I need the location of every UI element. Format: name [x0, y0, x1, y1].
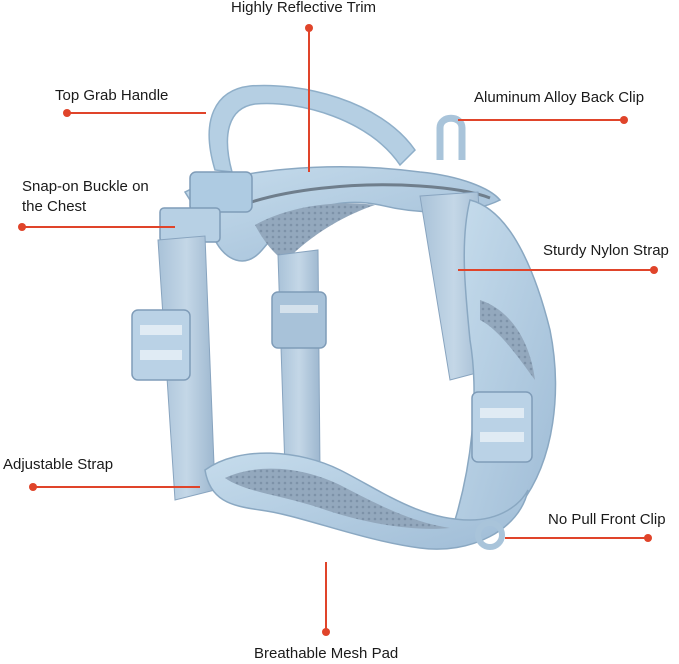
left-slider-shape [131, 309, 191, 381]
front-clip-ring [475, 520, 505, 550]
callout-lines [18, 24, 658, 636]
label-back-clip: Aluminum Alloy Back Clip [474, 89, 645, 106]
bottom-mesh-shape [225, 468, 450, 529]
reflective-trim-shape [229, 183, 491, 212]
top-mesh-shape [255, 203, 375, 262]
label-chest-buckle: Snap-on Buckle on the Chest [22, 178, 149, 215]
back-clip-ring [436, 114, 466, 160]
label-adjustable-strap: Adjustable Strap [3, 456, 114, 473]
right-slider-shape [471, 391, 533, 463]
grab-handle-shape [208, 84, 416, 173]
label-reflective-trim: Highly Reflective Trim [231, 0, 377, 16]
label-nylon-strap: Sturdy Nylon Strap [543, 242, 669, 259]
label-front-clip: No Pull Front Clip [548, 511, 666, 528]
chest-buckle-shape [189, 171, 253, 213]
label-grab-handle: Top Grab Handle [55, 87, 169, 104]
label-mesh-pad: Breathable Mesh Pad [254, 645, 399, 662]
center-strap-shape [277, 249, 321, 471]
